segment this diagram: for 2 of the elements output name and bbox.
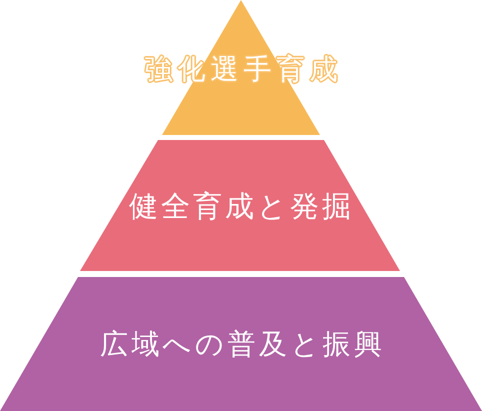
level-label: 健全育成と発掘 bbox=[128, 191, 354, 223]
level-label: 広域への普及と振興 bbox=[98, 330, 386, 360]
